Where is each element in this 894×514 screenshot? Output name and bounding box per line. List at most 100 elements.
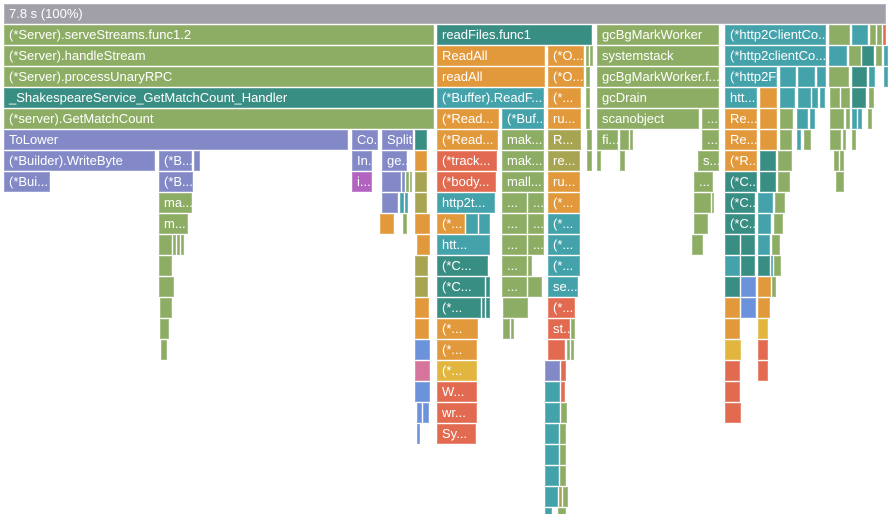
flame-frame[interactable]: (*http2clientCo... [725,46,826,66]
flame-frame[interactable]: Re... [725,109,757,129]
flame-frame[interactable] [159,256,172,276]
flame-frame[interactable] [758,193,773,213]
flame-frame[interactable]: (*... [548,235,580,255]
flame-frame[interactable] [382,172,401,192]
flame-frame[interactable] [725,277,740,297]
flame-frame[interactable] [780,130,792,150]
flame-frame[interactable]: (*server).GetMatchCount [4,109,434,129]
flame-frame[interactable] [586,46,589,66]
flame-frame[interactable]: ma... [159,193,192,213]
flame-frame[interactable] [177,235,180,255]
flame-frame[interactable] [528,256,532,276]
flame-frame[interactable]: (*... [548,88,581,108]
flame-frame[interactable] [846,109,850,129]
flame-frame[interactable]: (*C... [725,214,755,234]
flame-frame[interactable] [406,172,409,192]
flame-frame[interactable]: Split [382,130,413,150]
flame-frame[interactable] [852,88,866,108]
flame-frame[interactable]: (*Read... [437,130,498,150]
flame-frame[interactable]: (*O... [548,46,584,66]
flame-frame[interactable]: st... [548,319,570,339]
flame-frame[interactable]: ReadAll [437,46,545,66]
flame-frame[interactable] [758,319,768,339]
flame-frame[interactable] [561,403,567,423]
flame-frame[interactable] [797,130,801,150]
flame-frame[interactable] [741,235,755,255]
flame-frame[interactable]: (*Builder).WriteByte [4,151,155,171]
flame-frame[interactable]: mall... [502,172,544,192]
flame-frame[interactable] [415,151,427,171]
flame-frame[interactable] [586,109,590,129]
flame-frame[interactable]: ... [528,214,544,234]
flame-frame[interactable] [173,235,176,255]
flame-frame[interactable] [486,277,490,297]
flame-frame[interactable]: Re... [725,130,757,150]
flame-frame[interactable]: (*Server).handleStream [4,46,434,66]
flame-frame[interactable] [772,277,776,297]
flame-frame[interactable] [159,235,172,255]
flame-frame[interactable] [883,25,886,45]
flame-frame[interactable] [797,109,808,129]
flame-frame[interactable]: (*... [548,298,575,318]
flame-frame[interactable] [545,487,558,507]
flame-frame[interactable]: ... [528,235,544,255]
flame-root-frame[interactable]: 7.8 s (100%) [4,4,886,24]
flame-frame[interactable] [560,445,566,465]
flame-frame[interactable] [829,67,849,87]
flame-frame[interactable] [415,361,430,381]
flame-frame[interactable] [725,382,740,402]
flame-frame[interactable] [560,466,566,486]
flame-frame[interactable] [725,403,741,423]
flame-frame[interactable] [380,214,394,234]
flame-frame[interactable] [830,130,841,150]
flame-frame[interactable] [852,25,868,45]
flame-frame[interactable]: readAll [437,67,545,87]
flame-frame[interactable] [528,277,542,297]
flame-frame[interactable] [545,508,552,514]
flame-frame[interactable]: re... [548,151,580,171]
flame-frame[interactable] [884,46,888,66]
flame-frame[interactable]: (*... [437,340,477,360]
flame-frame[interactable] [840,151,844,171]
flame-frame[interactable]: wr... [437,403,477,423]
flame-frame[interactable]: s... [698,151,719,171]
flame-frame[interactable] [503,319,510,339]
flame-frame[interactable] [884,67,888,87]
flame-frame[interactable]: ... [528,193,544,213]
flame-frame[interactable] [778,151,792,171]
flame-frame[interactable] [160,298,172,318]
flame-frame[interactable] [405,193,408,213]
flame-frame[interactable] [415,277,428,297]
flame-frame[interactable]: (*Server).processUnaryRPC [4,67,434,87]
flame-frame[interactable] [852,109,857,129]
flame-frame[interactable] [586,88,590,108]
flame-frame[interactable] [466,214,478,234]
flame-frame[interactable] [829,25,850,45]
flame-frame[interactable] [559,487,562,507]
flame-frame[interactable] [725,319,740,339]
flame-frame[interactable]: gcBgMarkWorker.f... [597,67,719,87]
flame-frame[interactable] [545,382,560,402]
flame-frame[interactable]: (*... [548,256,580,276]
flame-frame[interactable] [817,67,826,87]
flame-frame[interactable] [620,130,629,150]
flame-frame[interactable]: gcBgMarkWorker [597,25,719,45]
flame-frame[interactable] [758,214,771,234]
flame-frame[interactable] [725,361,740,381]
flame-frame[interactable] [834,151,839,171]
flame-frame[interactable] [869,88,874,108]
flame-frame[interactable] [843,130,846,150]
flame-frame[interactable] [741,298,756,318]
flame-frame[interactable] [561,361,566,381]
flame-frame[interactable] [400,193,404,213]
flame-frame[interactable] [545,424,559,444]
flame-frame[interactable] [590,46,593,66]
flame-frame[interactable] [758,277,771,297]
flame-frame[interactable]: (*body... [437,172,496,192]
flame-frame[interactable]: (*... [548,214,580,234]
flame-frame[interactable] [415,214,430,234]
flame-frame[interactable] [415,130,427,150]
flame-frame[interactable]: (*C... [437,277,485,297]
flame-frame[interactable] [772,235,780,255]
flame-frame[interactable] [548,340,565,360]
